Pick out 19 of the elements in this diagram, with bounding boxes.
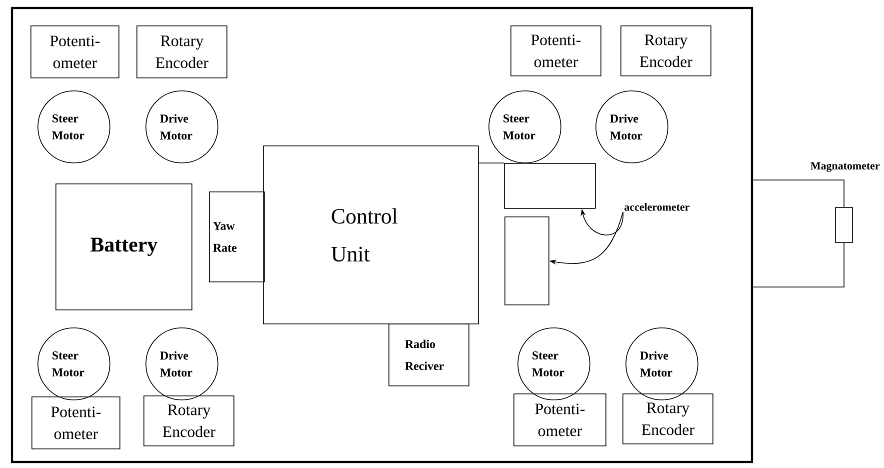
component-box: Rotary Encoder <box>620 26 712 76</box>
chassis-frame <box>10 6 754 464</box>
battery-box: Battery <box>56 184 192 310</box>
component-box: Potenti- ometer <box>514 394 606 446</box>
component-box: Rotary Encoder <box>144 396 234 446</box>
component-box: Potenti- ometer <box>510 26 602 76</box>
component-box: Rotary Encoder <box>622 394 714 444</box>
sensor-box: Radio Reciver <box>388 323 470 386</box>
component-box <box>504 216 550 306</box>
sensor-box: Yaw Rate <box>209 192 265 282</box>
accelerometer-label: accelerometer <box>624 203 690 211</box>
wire <box>478 162 504 164</box>
wire <box>752 242 844 288</box>
component-box <box>504 163 596 209</box>
component-box: Rotary Encoder <box>136 26 228 78</box>
control-unit-box: Control Unit <box>263 146 479 324</box>
component-box: Potenti- ometer <box>30 26 120 78</box>
wire <box>752 180 844 208</box>
component-box: Potenti- ometer <box>32 396 120 450</box>
